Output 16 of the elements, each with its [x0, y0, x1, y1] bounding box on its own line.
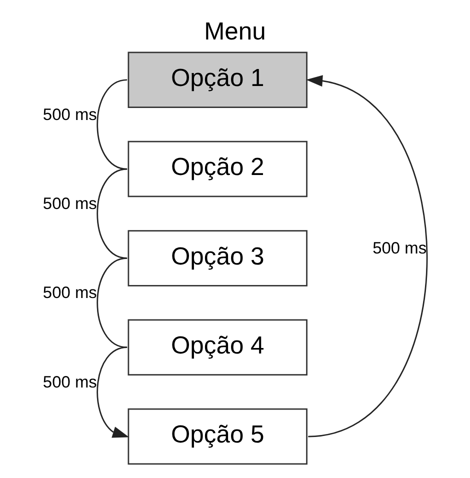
arrow — [306, 75, 428, 438]
node-box: Opção 5 — [128, 408, 308, 465]
edge-label: 500 ms — [42, 106, 97, 124]
node-box: Opção 2 — [128, 140, 308, 198]
node-box: Opção 4 — [128, 319, 308, 376]
edge-label: 500 ms — [42, 373, 97, 392]
arrow — [96, 346, 130, 438]
edge-label: 500 ms — [372, 240, 427, 258]
node-box: Opção 3 — [128, 230, 308, 286]
connector — [96, 168, 128, 259]
connector — [96, 258, 128, 348]
node-box: Opção 1 — [128, 52, 308, 108]
connector — [96, 79, 128, 170]
edge-label: 500 ms — [42, 194, 97, 213]
edge-label: 500 ms — [42, 284, 97, 302]
diagram-title: Menu — [204, 18, 266, 46]
